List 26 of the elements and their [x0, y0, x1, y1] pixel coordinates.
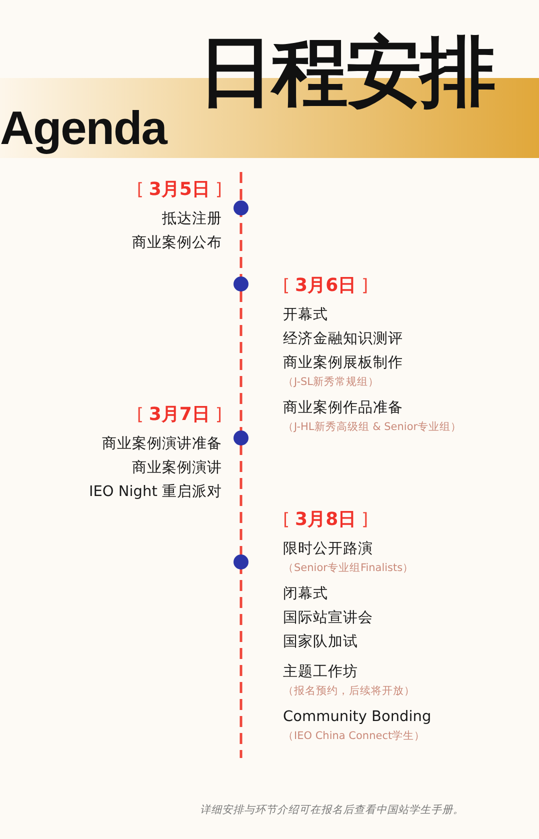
agenda-item: 抵达注册	[161, 210, 222, 229]
item-note: （J-SL新秀常规组）	[283, 375, 380, 390]
agenda-item: 商业案例公布	[131, 234, 222, 253]
agenda-item: Community Bonding	[283, 708, 432, 727]
item-note: （Senior专业组Finalists）	[283, 561, 415, 576]
agenda-item: IEO Night 重启派对	[88, 482, 222, 502]
agenda-item: 商业案例演讲	[131, 458, 222, 478]
subtitle: Agenda	[0, 100, 166, 156]
date-heading: [ 3月5日 ]	[136, 178, 222, 202]
date-heading: [ 3月6日 ]	[283, 274, 370, 298]
date-heading: [ 3月8日 ]	[283, 508, 370, 532]
item-note: （IEO China Connect学生）	[283, 729, 426, 744]
footnote: 详细安排与环节介绍可在报名后查看中国站学生手册。	[200, 803, 464, 817]
agenda-item: 国际站宣讲会	[283, 608, 374, 628]
agenda-item: 开幕式	[283, 306, 329, 325]
agenda-item: 国家队加试	[283, 632, 359, 652]
agenda-item: 经济金融知识测评	[283, 330, 404, 349]
agenda-item: 闭幕式	[283, 585, 329, 604]
item-note: （J-HL新秀高级组 & Senior专业组）	[283, 420, 463, 435]
agenda-item: 商业案例作品准备	[283, 398, 404, 418]
date-heading: [ 3月7日 ]	[136, 403, 222, 427]
agenda-item: 限时公开路演	[283, 540, 374, 559]
agenda-item: 主题工作坊	[283, 662, 359, 682]
agenda-item: 商业案例展板制作	[283, 354, 404, 373]
item-note: （报名预约，后续将开放）	[283, 684, 416, 699]
agenda-item: 商业案例演讲准备	[101, 434, 222, 454]
